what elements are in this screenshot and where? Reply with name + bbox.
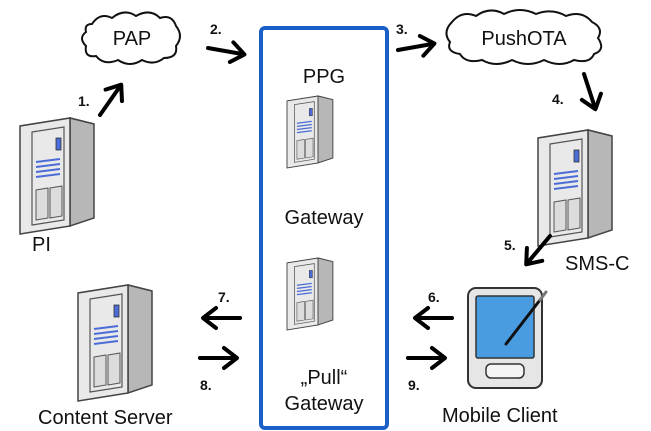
arrow-step-1 [89, 76, 132, 123]
pi-label: PI [32, 234, 51, 256]
step-9-label: 9. [408, 377, 420, 393]
pull-gateway-server-icon [286, 257, 334, 331]
step-5-label: 5. [504, 237, 516, 253]
step-4-label: 4. [552, 91, 564, 107]
pap-cloud: PAP [81, 11, 181, 65]
arrow-step-2 [204, 36, 249, 67]
step-1-label: 1. [78, 93, 90, 109]
mobile-client-icon [467, 287, 548, 389]
arrow-step-7 [201, 306, 242, 330]
step-6-label: 6. [428, 289, 440, 305]
step-7-label: 7. [218, 289, 230, 305]
step-2-label: 2. [210, 21, 222, 37]
arrow-step-9 [406, 346, 447, 370]
arrow-step-3 [394, 31, 439, 62]
ppg-label: PPG [303, 66, 345, 88]
gateway-box [259, 26, 389, 430]
pap-label: PAP [113, 28, 152, 50]
content-server-icon [77, 284, 153, 402]
gateway-label: Gateway [285, 207, 364, 229]
smsc-label: SMS-C [565, 253, 629, 275]
arrow-step-6 [413, 306, 454, 330]
content-server-label: Content Server [38, 407, 173, 429]
pull-gateway-label-line2: Gateway [285, 393, 364, 415]
smsc-server-icon [537, 129, 613, 247]
pi-server-icon [19, 117, 95, 235]
pushota-label: PushOTA [481, 28, 567, 50]
arrow-step-8 [198, 346, 239, 370]
step-3-label: 3. [396, 21, 408, 37]
pull-gateway-label-line1: „Pull“ [301, 367, 348, 389]
pushota-cloud: PushOTA [445, 9, 603, 65]
ppg-server-icon [286, 95, 334, 169]
step-8-label: 8. [200, 377, 212, 393]
mobile-client-label: Mobile Client [442, 405, 558, 427]
arrow-step-4 [572, 68, 607, 115]
